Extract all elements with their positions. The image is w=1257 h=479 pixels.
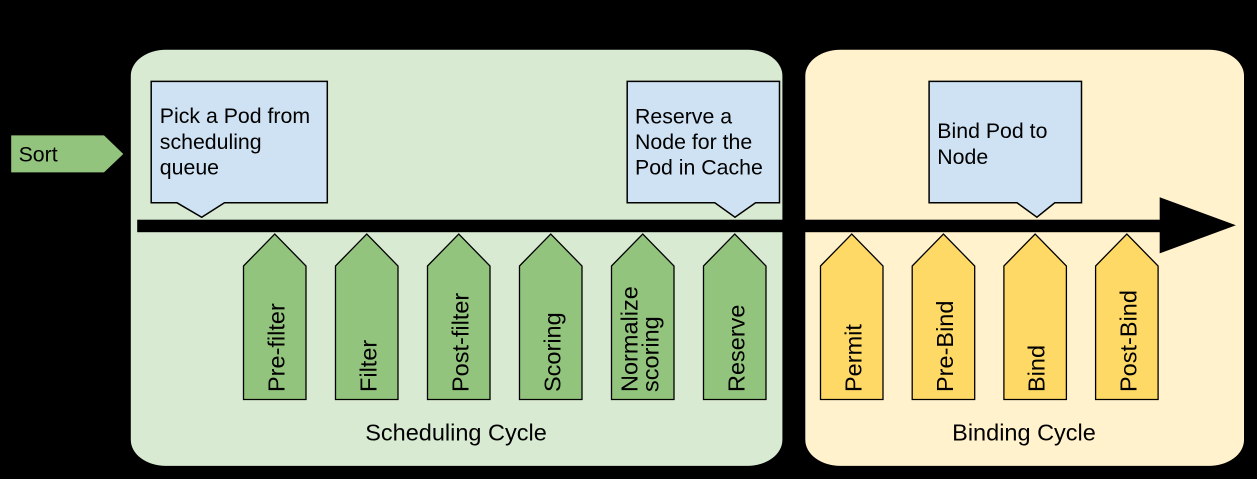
svg-text:Post-filter: Post-filter	[447, 293, 473, 392]
svg-text:Sort: Sort	[19, 142, 58, 166]
svg-text:Pre-Bind: Pre-Bind	[932, 301, 958, 392]
svg-text:Permit: Permit	[840, 324, 866, 392]
svg-text:Scoring: Scoring	[539, 312, 565, 392]
svg-text:Pick a Pod from: Pick a Pod from	[160, 104, 310, 128]
svg-text:Post-Bind: Post-Bind	[1115, 290, 1141, 392]
svg-text:Pre-filter: Pre-filter	[263, 303, 289, 392]
svg-text:scoring: scoring	[638, 316, 664, 392]
svg-text:Binding Cycle: Binding Cycle	[952, 420, 1096, 446]
svg-text:Bind: Bind	[1024, 345, 1050, 392]
svg-text:Bind Pod to: Bind Pod to	[937, 119, 1047, 143]
svg-text:Filter: Filter	[355, 340, 381, 392]
svg-text:queue: queue	[160, 156, 219, 180]
svg-text:Reserve a: Reserve a	[635, 104, 732, 128]
svg-text:Node for the: Node for the	[635, 130, 752, 154]
svg-text:Pod in Cache: Pod in Cache	[635, 156, 763, 180]
svg-text:Normalize: Normalize	[617, 286, 643, 392]
svg-text:Scheduling Cycle: Scheduling Cycle	[365, 420, 547, 446]
svg-text:scheduling: scheduling	[160, 130, 262, 154]
svg-text:Reserve: Reserve	[723, 304, 749, 392]
svg-text:Node: Node	[937, 145, 988, 169]
